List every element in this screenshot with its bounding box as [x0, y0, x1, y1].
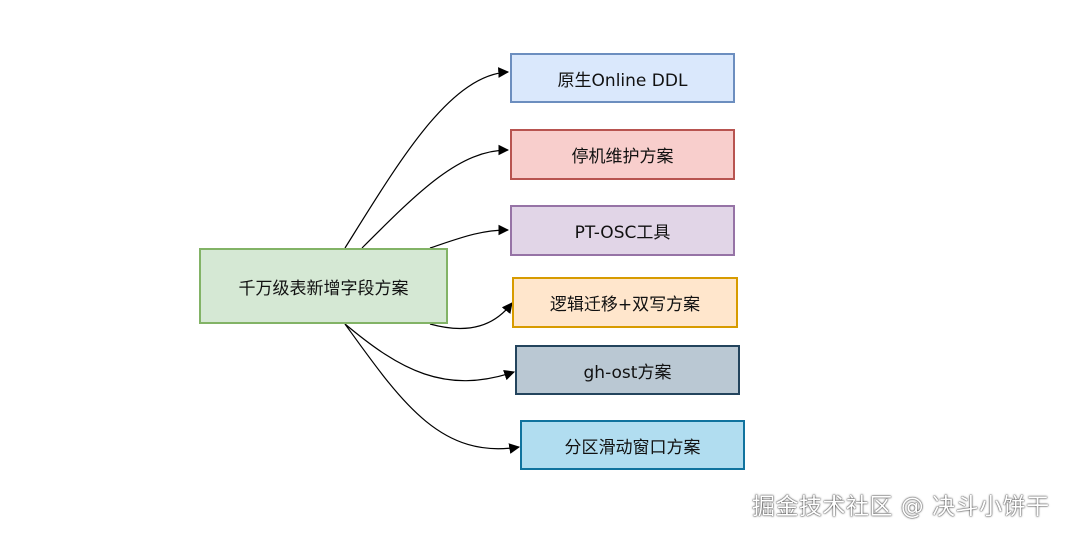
arrow-to-pt-osc	[429, 224, 510, 249]
center-node-label: 千万级表新增字段方案	[238, 278, 409, 299]
arrow-to-dual-write	[429, 302, 513, 330]
arrow-to-partition	[344, 323, 521, 454]
option-node-online-ddl: 原生Online DDL	[510, 53, 735, 103]
option-node-gh-ost: gh-ost方案	[515, 345, 740, 395]
arrow-to-gh-ost	[344, 323, 516, 382]
option-node-label: 停机维护方案	[571, 147, 674, 167]
option-node-downtime: 停机维护方案	[510, 129, 735, 180]
option-node-dual-write: 逻辑迁移+双写方案	[512, 277, 738, 328]
center-node: 千万级表新增字段方案	[199, 248, 448, 324]
option-node-label: 分区滑动窗口方案	[564, 437, 701, 458]
option-node-label: PT-OSC工具	[574, 223, 671, 243]
arrow-to-online-ddl	[344, 67, 510, 249]
option-node-pt-osc: PT-OSC工具	[510, 205, 735, 256]
option-node-label: 原生Online DDL	[557, 70, 688, 91]
option-node-partition: 分区滑动窗口方案	[520, 420, 745, 470]
arrow-to-downtime	[361, 144, 510, 249]
option-node-label: gh-ost方案	[583, 362, 672, 383]
option-node-label: 逻辑迁移+双写方案	[549, 295, 701, 315]
watermark: 掘金技术社区 @ 决斗小饼干	[752, 494, 1050, 520]
